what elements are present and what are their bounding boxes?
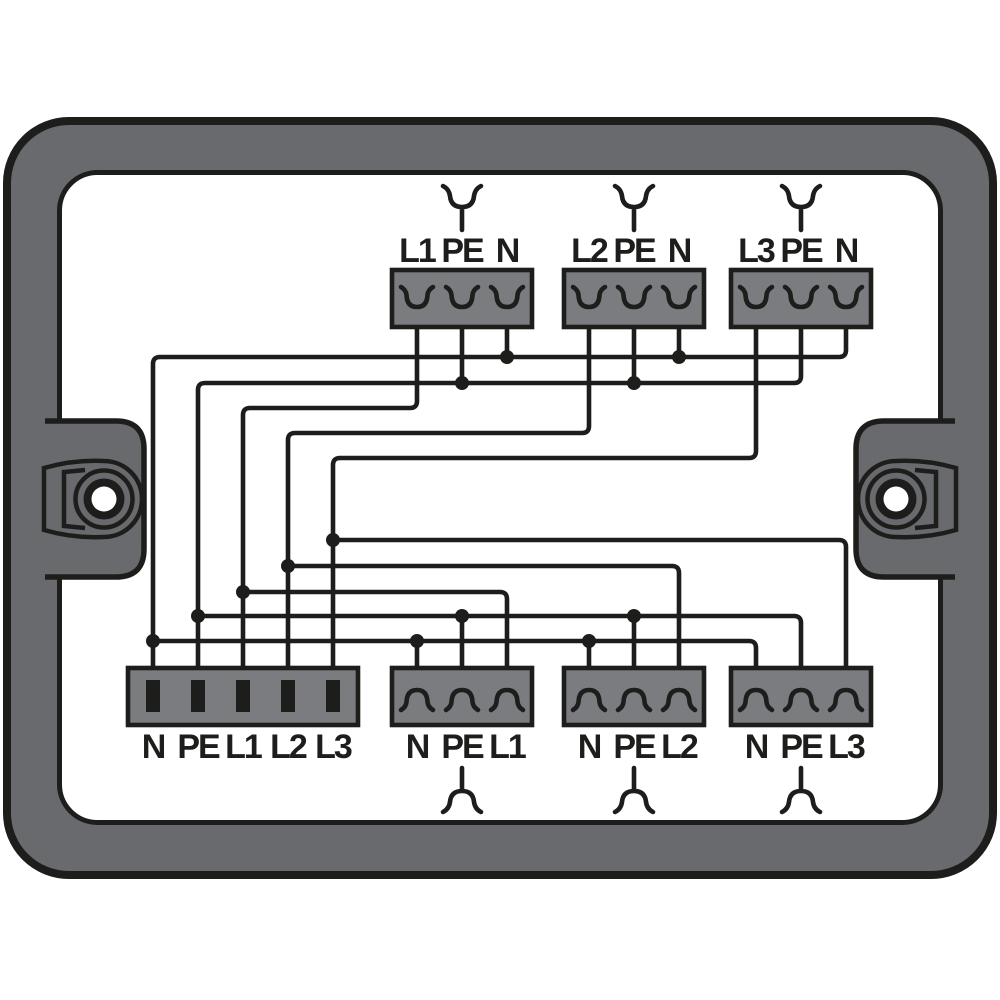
terminal-label: L1 bbox=[399, 232, 436, 270]
input-terminal-bar-l1 bbox=[236, 680, 250, 712]
junction-dot bbox=[146, 634, 160, 648]
terminal-label: L3 bbox=[315, 728, 352, 766]
junction-dots bbox=[146, 350, 686, 648]
terminal-label: PE bbox=[613, 232, 656, 270]
wire-n-top-bus bbox=[150, 307, 849, 681]
junction-dot bbox=[627, 609, 641, 623]
terminal-label: PE bbox=[177, 728, 220, 766]
junction-dot bbox=[326, 533, 340, 547]
terminal-label: L2 bbox=[571, 232, 608, 270]
wire-l1-top bbox=[240, 307, 420, 681]
terminal-label: L1 bbox=[489, 728, 526, 766]
junction-dot bbox=[455, 376, 469, 390]
terminal-labels: L1 PE N L2 PE N L3 PE N N PE L1 L2 L3 N … bbox=[142, 232, 867, 766]
terminal-label: PE bbox=[613, 728, 656, 766]
input-terminal-bar-pe bbox=[191, 680, 205, 712]
input-terminal-bars bbox=[146, 680, 340, 712]
junction-dot bbox=[410, 634, 424, 648]
terminal-label: N bbox=[406, 728, 429, 766]
junction-dot bbox=[582, 634, 596, 648]
wire-l1-bottom bbox=[243, 589, 510, 690]
input-terminal-bar-l3 bbox=[326, 680, 340, 712]
wire-pe-top-bus bbox=[195, 307, 804, 681]
wire-l3-top bbox=[330, 307, 759, 681]
wire-l2-bottom bbox=[288, 563, 682, 690]
top-output-block-2 bbox=[561, 267, 707, 330]
terminal-label: N bbox=[142, 728, 165, 766]
terminal-label: L3 bbox=[738, 232, 775, 270]
terminal-label: N bbox=[578, 728, 601, 766]
terminal-label: L2 bbox=[270, 728, 307, 766]
junction-dot bbox=[281, 559, 295, 573]
input-terminal-bar-l2 bbox=[281, 680, 295, 712]
terminal-label: PE bbox=[780, 728, 823, 766]
bottom-output-block-2 bbox=[561, 665, 707, 728]
junction-dot bbox=[672, 350, 686, 364]
mounting-tab-right bbox=[856, 421, 956, 577]
terminal-label: L3 bbox=[828, 728, 865, 766]
terminal-label: N bbox=[835, 232, 858, 270]
terminal-label: L2 bbox=[661, 728, 698, 766]
bottom-output-block-3 bbox=[728, 665, 874, 728]
terminal-label: PE bbox=[780, 232, 823, 270]
top-output-block-3 bbox=[728, 267, 874, 330]
terminal-label: PE bbox=[441, 232, 484, 270]
terminal-label: N bbox=[668, 232, 691, 270]
junction-dot bbox=[455, 609, 469, 623]
input-terminal-bar-n bbox=[146, 680, 160, 712]
top-output-block-1 bbox=[389, 267, 535, 330]
terminal-label: PE bbox=[441, 728, 484, 766]
terminal-label: N bbox=[745, 728, 768, 766]
mounting-tab-left bbox=[44, 421, 144, 577]
junction-dot bbox=[500, 350, 514, 364]
wire-pe-bottom-bus bbox=[198, 613, 804, 690]
junction-dot bbox=[191, 609, 205, 623]
terminal-label: L1 bbox=[225, 728, 262, 766]
wire-l3-bottom bbox=[333, 537, 849, 690]
wire-l2-top bbox=[285, 307, 592, 681]
junction-dot bbox=[236, 585, 250, 599]
bottom-output-block-1 bbox=[389, 665, 535, 728]
junction-dot bbox=[627, 376, 641, 390]
wire-n-bottom-bus bbox=[153, 638, 759, 690]
terminal-label: N bbox=[496, 232, 519, 270]
